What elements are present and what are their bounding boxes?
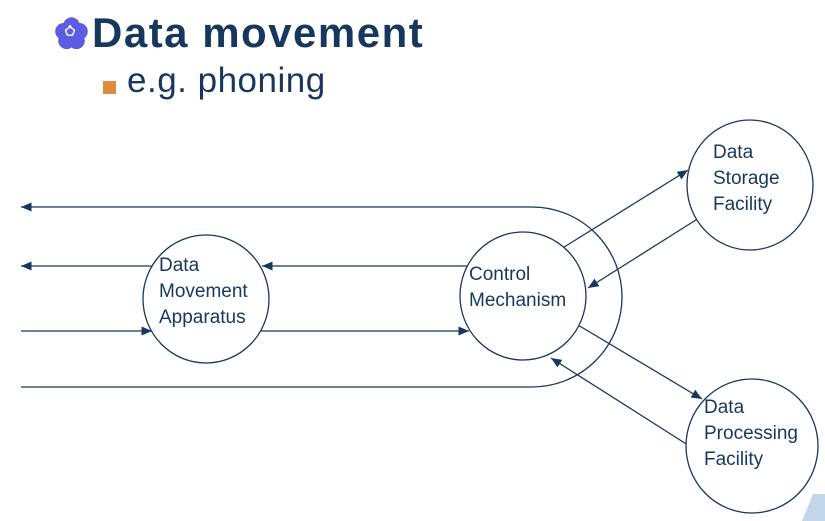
node-circle-data-storage-facility — [686, 119, 814, 251]
loop-arrow-control-to-outside — [21, 202, 623, 388]
square-bullet-icon — [103, 81, 116, 94]
node-circle-control-mechanism — [459, 231, 587, 361]
node-label-data-storage-facility: Data Storage Facility — [713, 142, 780, 215]
arrow-dpf-to-control — [550, 357, 692, 448]
node-circle-data-processing-facility — [685, 378, 819, 514]
node-label-control-mechanism: Control Mechanism — [469, 264, 567, 311]
node-label-data-processing-facility: Data Processing Facility — [704, 397, 798, 470]
arrow-control-to-dpf — [577, 324, 703, 400]
arrow-dsf-to-control — [587, 217, 700, 289]
arrow-control-to-dsf — [560, 169, 689, 250]
bullet-item-text: e.g. phoning — [127, 61, 326, 100]
node-label-data-movement-apparatus: Data Movement Apparatus — [159, 255, 248, 328]
flower-icon — [55, 17, 88, 51]
slide-title: Data movement — [92, 9, 425, 56]
corner-decoration — [802, 494, 825, 521]
node-circle-data-movement-apparatus — [142, 234, 270, 364]
